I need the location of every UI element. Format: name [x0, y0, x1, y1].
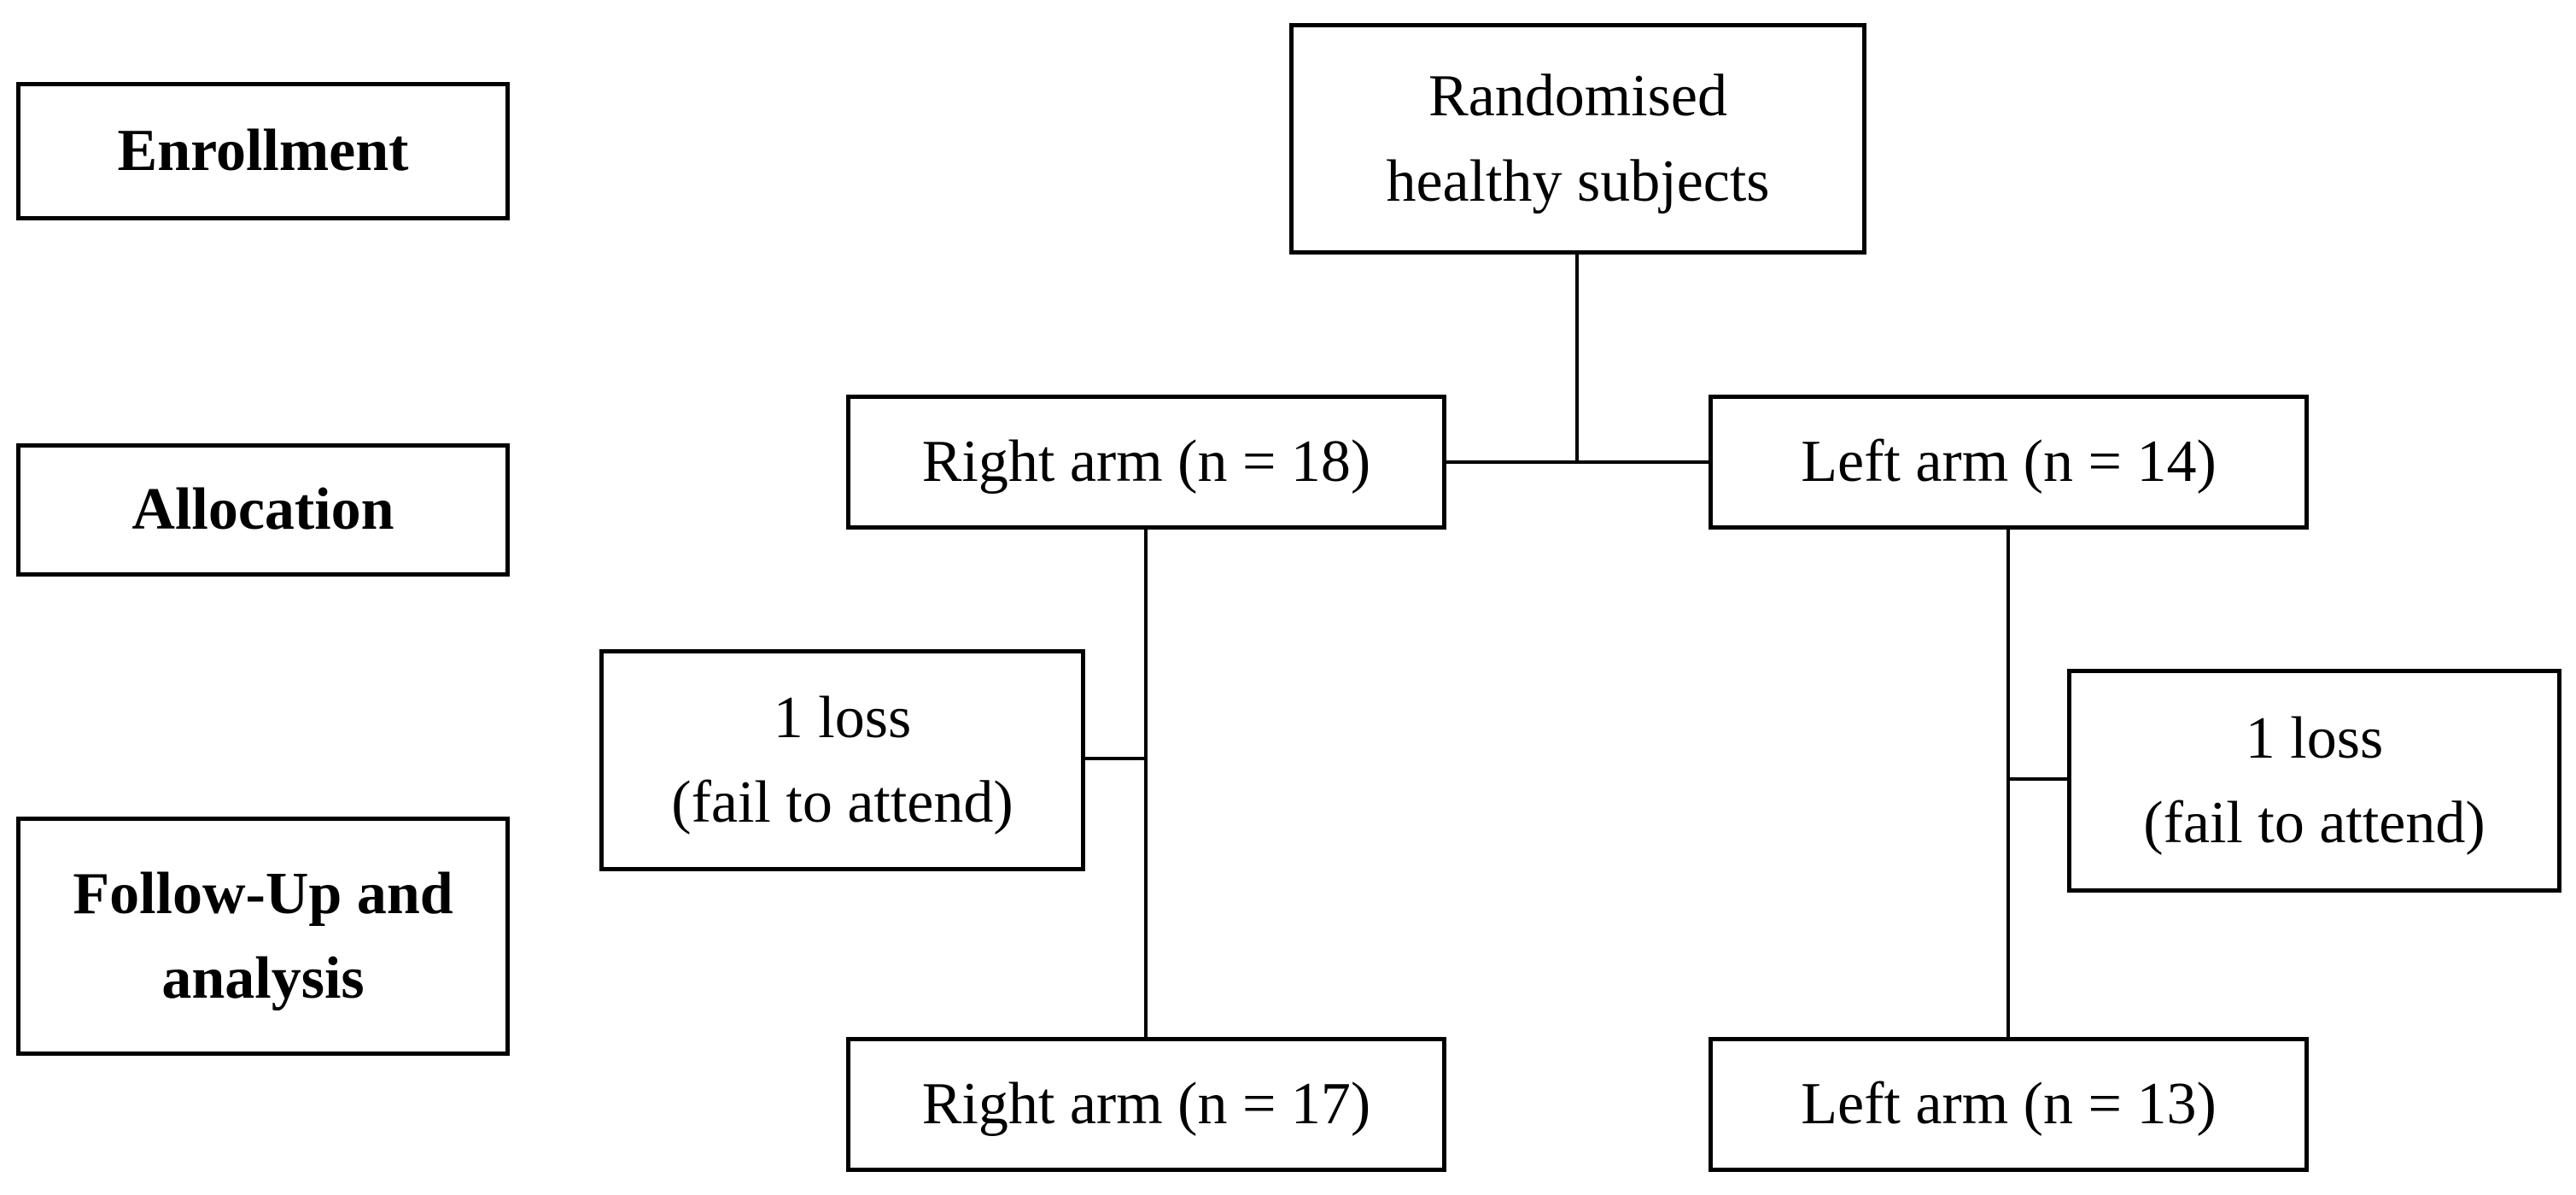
- connector-randomised-to-allocation: [1575, 253, 1579, 464]
- node-randomised-healthy-subjects: Randomised healthy subjects: [1289, 23, 1866, 255]
- stage-label-enrollment-text: Enrollment: [117, 118, 409, 185]
- connector-right-arm-loss-branch: [1084, 757, 1146, 760]
- stage-label-followup-line1: Follow-Up and: [73, 860, 453, 927]
- node-right-arm-allocated-text: Right arm (n = 18): [921, 429, 1371, 495]
- stage-label-allocation: Allocation: [16, 443, 510, 577]
- node-left-arm-analysed: Left arm (n = 13): [1709, 1037, 2309, 1172]
- node-left-arm-loss-line2: (fail to attend): [2143, 790, 2485, 856]
- stage-label-enrollment: Enrollment: [16, 82, 510, 220]
- node-right-arm-loss-line2: (fail to attend): [671, 770, 1013, 835]
- connector-allocation-horizontal: [1445, 460, 1710, 464]
- stage-label-followup-line2: analysis: [161, 946, 365, 1011]
- node-right-arm-loss-line1: 1 loss: [773, 684, 912, 751]
- node-randomised-line2: healthy subjects: [1386, 148, 1770, 214]
- node-randomised-line1: Randomised: [1428, 63, 1727, 130]
- node-left-arm-analysed-text: Left arm (n = 13): [1801, 1071, 2217, 1138]
- connector-left-arm-loss-branch: [2008, 777, 2069, 781]
- node-right-arm-analysed: Right arm (n = 17): [846, 1037, 1446, 1172]
- stage-label-followup-analysis: Follow-Up and analysis: [16, 817, 510, 1056]
- node-right-arm-analysed-text: Right arm (n = 17): [921, 1071, 1371, 1138]
- node-left-arm-loss: 1 loss (fail to attend): [2067, 669, 2561, 893]
- connector-left-arm-vertical: [2006, 528, 2010, 1039]
- node-left-arm-allocated: Left arm (n = 14): [1709, 395, 2309, 530]
- node-left-arm-loss-line1: 1 loss: [2245, 705, 2384, 771]
- node-right-arm-loss: 1 loss (fail to attend): [599, 649, 1085, 871]
- node-right-arm-allocated: Right arm (n = 18): [846, 395, 1446, 530]
- connector-right-arm-vertical: [1144, 528, 1148, 1039]
- stage-label-allocation-text: Allocation: [131, 477, 394, 543]
- node-left-arm-allocated-text: Left arm (n = 14): [1801, 429, 2217, 495]
